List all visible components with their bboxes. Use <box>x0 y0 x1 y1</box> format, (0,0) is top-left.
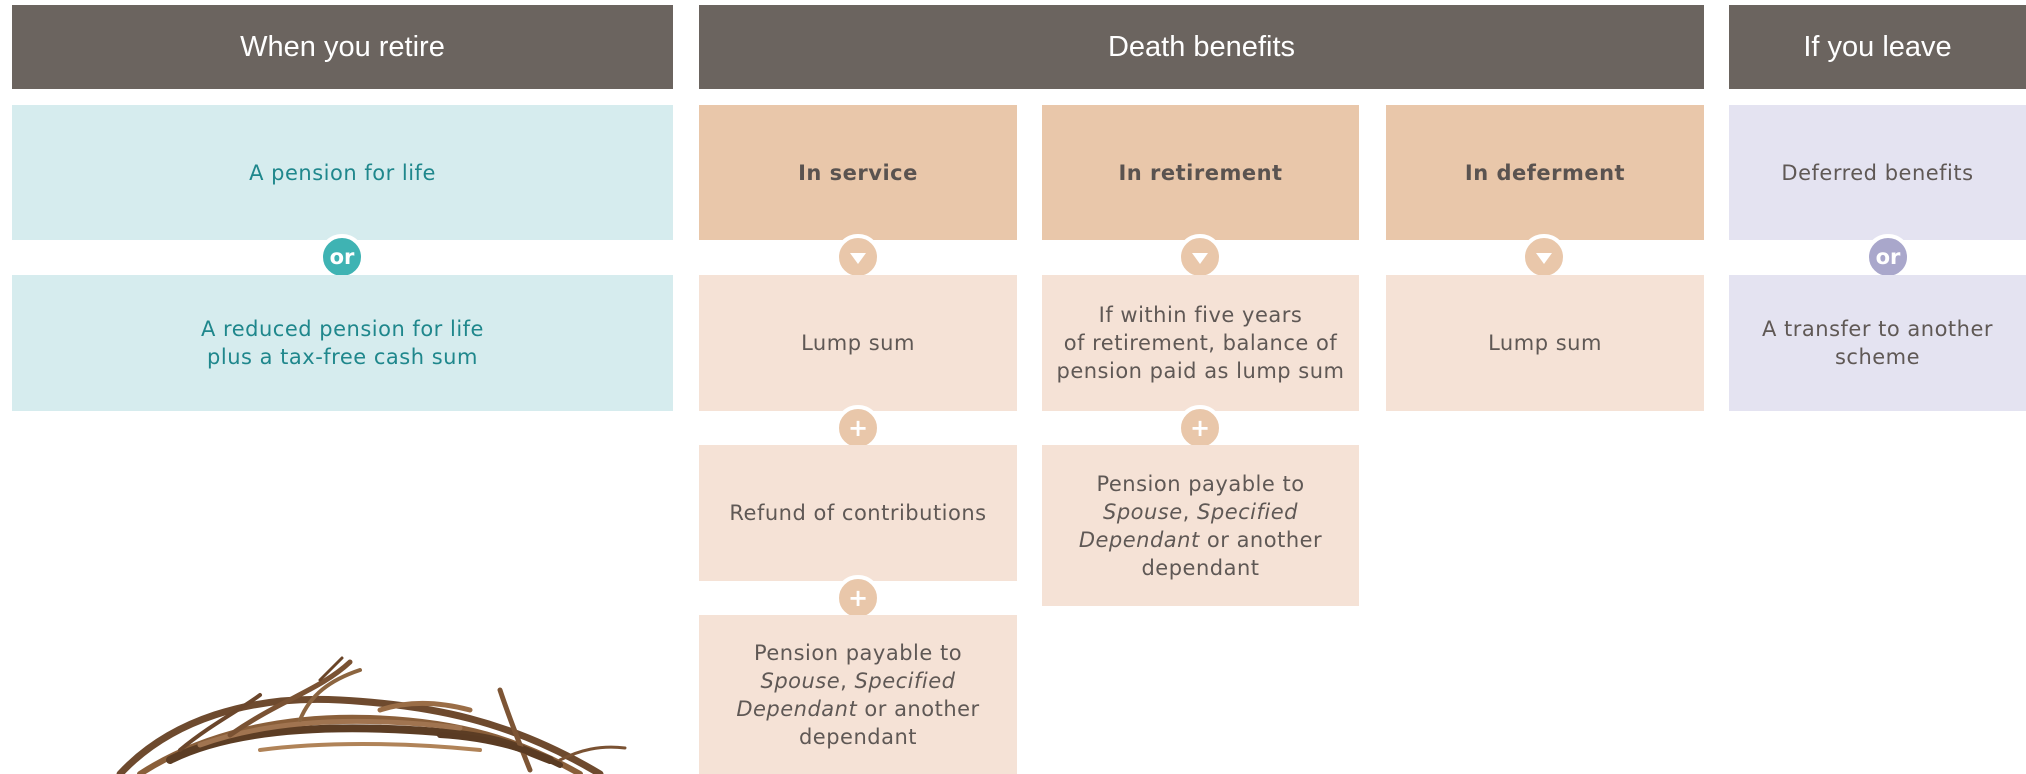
or-another-text: or another <box>1206 527 1323 552</box>
in-retirement-balance: If within five years of retirement, bala… <box>1042 275 1359 411</box>
or-label: or <box>329 245 355 269</box>
in-service-title: In service <box>699 105 1017 240</box>
plus-icon: + <box>1189 414 1211 442</box>
retire-option-pension-for-life: A pension for life <box>12 105 673 240</box>
specified-term: Specified <box>854 668 956 693</box>
in-deferment-lump-sum: Lump sum <box>1386 275 1704 411</box>
in-retirement-title: In retirement <box>1042 105 1359 240</box>
leave-option-transfer: A transfer to another scheme <box>1729 275 2026 411</box>
down-triangle-icon <box>850 253 866 264</box>
plus-icon: + <box>847 414 869 442</box>
box-text-line: Dependant or another <box>736 695 979 723</box>
or-label: or <box>1875 245 1901 269</box>
box-text-line: Spouse, Specified <box>760 667 955 695</box>
down-triangle-icon <box>1536 253 1552 264</box>
leave-option-deferred-benefits: Deferred benefits <box>1729 105 2026 240</box>
in-deferment-title: In deferment <box>1386 105 1704 240</box>
column-title: In deferment <box>1464 160 1626 185</box>
header-label: Death benefits <box>1107 30 1295 63</box>
or-connector: or <box>1865 234 1911 280</box>
plus-connector: + <box>1177 405 1223 451</box>
box-text-line: scheme <box>1834 345 1921 369</box>
column-title: In service <box>798 160 918 185</box>
in-service-lump-sum: Lump sum <box>699 275 1017 411</box>
box-text-line: plus a tax-free cash sum <box>207 345 478 369</box>
comma: , <box>1182 499 1190 524</box>
or-another-text: or another <box>864 696 980 721</box>
or-connector: or <box>319 234 365 280</box>
retire-option-reduced-pension: A reduced pension for life plus a tax-fr… <box>12 275 673 411</box>
box-text-line: Dependant or another <box>1079 526 1322 554</box>
box-text-line: Pension payable to <box>1096 471 1305 496</box>
box-text-line: dependant <box>798 724 918 749</box>
box-text-line: pension paid as lump sum <box>1056 359 1345 383</box>
box-text: Lump sum <box>1488 331 1602 355</box>
header-if-you-leave: If you leave <box>1729 5 2026 89</box>
box-text-line: Pension payable to <box>753 640 963 665</box>
in-service-refund: Refund of contributions <box>699 445 1017 581</box>
in-service-dependant-pension: Pension payable to Spouse, Specified Dep… <box>699 615 1017 774</box>
box-text-line: dependant <box>1141 555 1260 580</box>
header-when-you-retire: When you retire <box>12 5 673 89</box>
dependant-term: Dependant <box>736 696 858 721</box>
comma: , <box>840 668 848 693</box>
down-arrow-connector <box>1521 234 1567 280</box>
box-text: Lump sum <box>801 331 915 355</box>
bird-nest-illustration <box>116 656 627 774</box>
dependant-term: Dependant <box>1078 527 1200 552</box>
box-text-line: Spouse, Specified <box>1103 498 1298 526</box>
header-death-benefits: Death benefits <box>699 5 1704 89</box>
spouse-term: Spouse <box>760 668 841 693</box>
box-text-line: A reduced pension for life <box>201 317 484 341</box>
header-label: When you retire <box>240 30 445 63</box>
specified-term: Specified <box>1197 499 1298 524</box>
down-arrow-connector <box>1177 234 1223 280</box>
box-text: Refund of contributions <box>729 501 987 525</box>
header-label: If you leave <box>1803 30 1952 63</box>
plus-connector: + <box>835 405 881 451</box>
box-text-line: A transfer to another <box>1761 317 1994 341</box>
in-retirement-dependant-pension: Pension payable to Spouse, Specified Dep… <box>1042 445 1359 606</box>
down-arrow-connector <box>835 234 881 280</box>
plus-icon: + <box>847 584 869 612</box>
box-text: A pension for life <box>249 160 436 185</box>
box-text-line: If within five years <box>1098 303 1303 327</box>
spouse-term: Spouse <box>1102 499 1183 524</box>
box-text: Deferred benefits <box>1781 160 1974 185</box>
box-text-line: of retirement, balance of <box>1063 331 1338 355</box>
down-triangle-icon <box>1192 253 1208 264</box>
column-title: In retirement <box>1118 160 1283 185</box>
